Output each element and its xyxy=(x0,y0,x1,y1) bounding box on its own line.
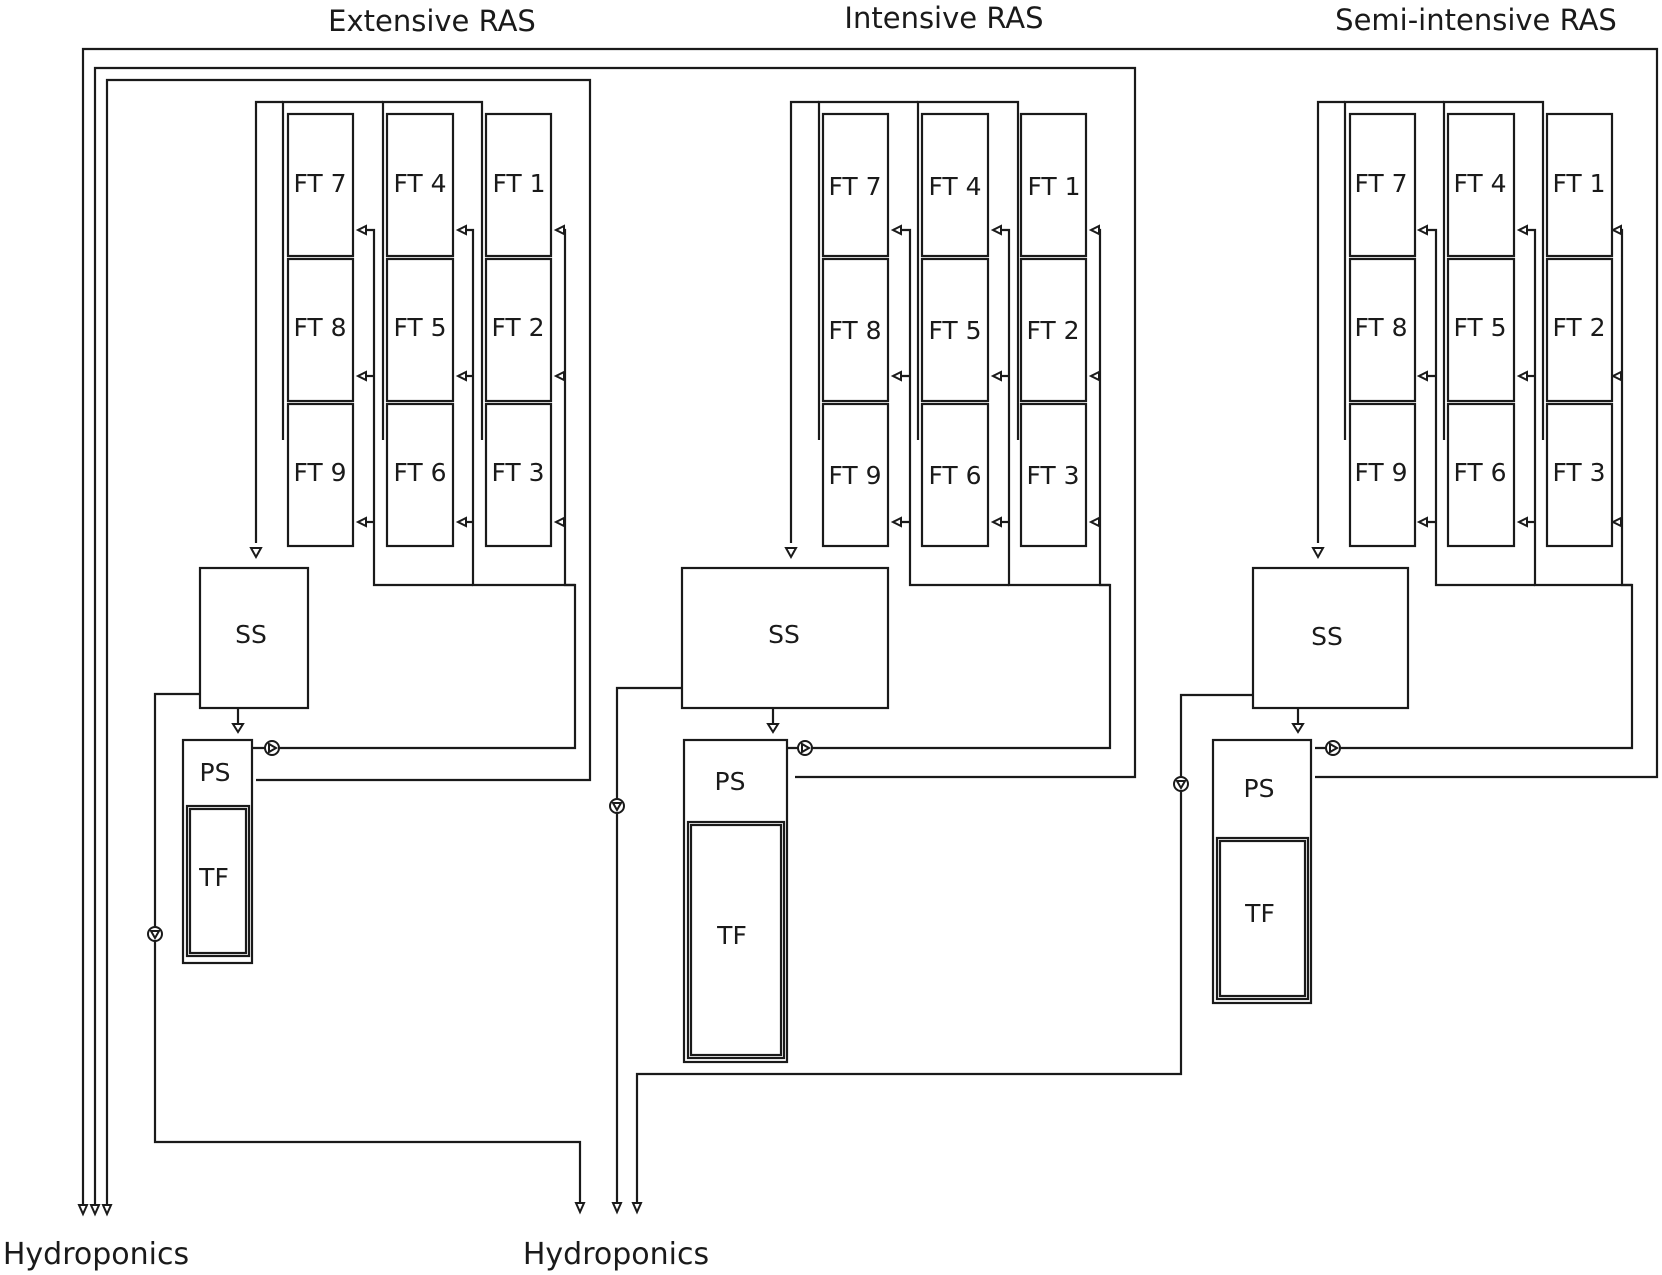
fish-tank-label: FT 4 xyxy=(1453,169,1506,198)
trickling-filter-label: TF xyxy=(716,921,747,950)
fish-tank-label: FT 3 xyxy=(1026,461,1079,490)
fish-tank xyxy=(821,257,890,403)
fish-tank xyxy=(920,402,990,548)
fish-tank-label: FT 1 xyxy=(492,169,545,198)
fish-tank-label: FT 7 xyxy=(1354,169,1407,198)
system-extensive-ras: FT 7 FT 8 FT 9 FT 4 FT 5 FT 6 FT 1 FT 2 … xyxy=(147,100,577,965)
pump-sump-label: PS xyxy=(200,758,231,787)
fish-tank xyxy=(920,257,990,403)
trickling-filter-box xyxy=(1215,836,1310,1001)
fish-tank xyxy=(385,257,455,403)
trickling-filter-box xyxy=(686,820,786,1060)
settling-label: SS xyxy=(235,620,267,649)
fish-tank xyxy=(1019,257,1088,403)
settling-label: SS xyxy=(768,620,800,649)
pump-sump-label: PS xyxy=(715,767,746,796)
fish-tank-label: FT 6 xyxy=(1453,458,1506,487)
fish-tank-label: FT 9 xyxy=(828,461,881,490)
title-semi-intensive-ras: Semi-intensive RAS xyxy=(1335,3,1617,37)
fish-tank-label: FT 3 xyxy=(491,458,544,487)
pump-sump-label: PS xyxy=(1244,774,1275,803)
fish-tank xyxy=(286,402,355,548)
fish-tank xyxy=(286,112,355,258)
fish-tank xyxy=(821,112,890,258)
trickling-filter-label: TF xyxy=(198,863,229,892)
fish-tank xyxy=(484,402,553,548)
settling-box xyxy=(198,566,310,710)
fish-tank-label: FT 3 xyxy=(1552,458,1605,487)
fish-tank-label: FT 7 xyxy=(293,169,346,198)
settling-box xyxy=(1251,566,1410,710)
title-extensive-ras: Extensive RAS xyxy=(328,4,536,38)
fish-tank xyxy=(1545,112,1614,258)
fish-tank-label: FT 9 xyxy=(293,458,346,487)
fish-tank-label: FT 9 xyxy=(1354,458,1407,487)
hydroponics-return-pipes xyxy=(77,47,1659,1217)
fish-tank xyxy=(1446,257,1516,403)
outlet-hydroponics-left: Hydroponics xyxy=(3,1237,189,1272)
fish-tank xyxy=(1348,402,1417,548)
fish-tank-label: FT 4 xyxy=(393,169,446,198)
fish-tank-label: FT 5 xyxy=(1453,313,1506,342)
fish-tank-label: FT 2 xyxy=(1552,313,1605,342)
fish-tank xyxy=(484,112,553,258)
fish-tank xyxy=(286,257,355,403)
fish-tank-label: FT 8 xyxy=(293,313,346,342)
system-intensive-ras: FT 7 FT 8 FT 9 FT 4 FT 5 FT 6 FT 1 FT 2 … xyxy=(609,100,1112,1064)
fish-tank-label: FT 5 xyxy=(928,316,981,345)
settling-label: SS xyxy=(1311,622,1343,651)
center-hydroponics-pipes xyxy=(153,686,1253,1215)
fish-tank-label: FT 1 xyxy=(1027,172,1080,201)
fish-tank xyxy=(385,402,455,548)
fish-tank xyxy=(1545,257,1614,403)
title-intensive-ras: Intensive RAS xyxy=(844,1,1043,35)
fish-tank-label: FT 8 xyxy=(1354,313,1407,342)
fish-tank xyxy=(920,112,990,258)
fish-tank-label: FT 6 xyxy=(393,458,446,487)
fish-tank xyxy=(1019,402,1088,548)
trickling-filter-box xyxy=(185,804,251,958)
fish-tank xyxy=(1545,402,1614,548)
fish-tank-label: FT 2 xyxy=(491,313,544,342)
fish-tank-label: FT 7 xyxy=(828,172,881,201)
fish-tank xyxy=(484,257,553,403)
fish-tank-label: FT 8 xyxy=(828,316,881,345)
fish-tank-label: FT 2 xyxy=(1026,316,1079,345)
fish-tank xyxy=(1019,112,1088,258)
fish-tank-label: FT 6 xyxy=(928,461,981,490)
trickling-filter-label: TF xyxy=(1244,899,1275,928)
system-semi-intensive-ras: FT 7 FT 8 FT 9 FT 4 FT 5 FT 6 FT 1 FT 2 … xyxy=(1173,100,1634,1005)
fish-tank-label: FT 5 xyxy=(393,313,446,342)
fish-tank-label: FT 4 xyxy=(928,172,981,201)
fish-tank xyxy=(1348,257,1417,403)
fish-tank xyxy=(1446,112,1516,258)
fish-tank xyxy=(1446,402,1516,548)
fish-tank-label: FT 1 xyxy=(1552,169,1605,198)
settling-box xyxy=(680,566,890,710)
fish-tank xyxy=(1348,112,1417,258)
outlet-hydroponics-center: Hydroponics xyxy=(523,1237,709,1272)
fish-tank xyxy=(385,112,455,258)
fish-tank xyxy=(821,402,890,548)
